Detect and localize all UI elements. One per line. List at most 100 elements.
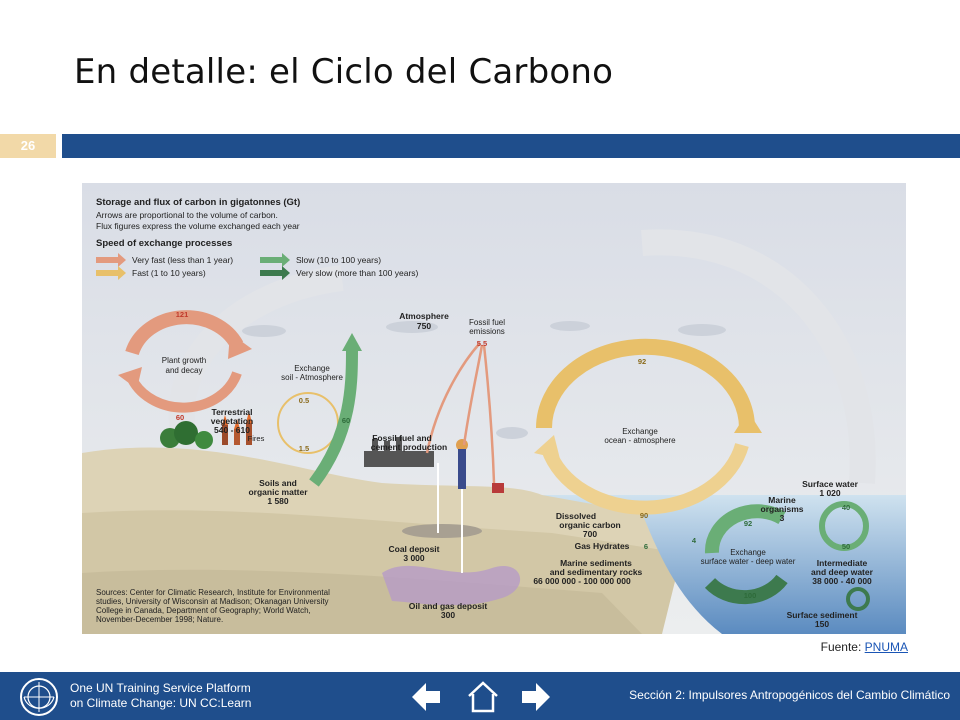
footer-org-line-2: on Climate Change: UN CC:Learn [70,696,252,710]
deep-water-cycle [704,504,788,605]
exchange-ocean-label-1: Exchange [622,427,658,436]
sources-line-2: studies, University of Wisconsin at Madi… [96,597,329,606]
atmosphere-value: 750 [417,321,431,331]
intermediate-label-1: Intermediate [817,558,868,568]
ocean-bottom-value: 90 [640,511,648,520]
sources-line-3: College in Canada, Department of Geograp… [96,606,311,615]
exchange-ocean-label-2: ocean - atmosphere [604,436,676,445]
surface-water-bottom-value: 50 [842,542,850,551]
surface-sediment-label: Surface sediment [787,610,858,620]
legend-very-slow-arrow [260,266,290,280]
intermediate-value: 38 000 - 40 000 [812,576,872,586]
dissolved-label-1: Dissolved [556,511,596,521]
clouds [242,321,726,439]
oil-gas-deposit-shape [382,565,521,606]
diagram-subtitle-2: Flux figures express the volume exchange… [96,221,300,231]
gas-hydrates-value: 6 [644,542,648,551]
ocean-exchange-cycle [534,338,762,515]
footer-organization: One UN Training Service Platform on Clim… [70,681,251,711]
coal-label: Coal deposit [388,544,439,554]
diagram-title: Storage and flux of carbon in gigatonnes… [96,197,300,208]
carbon-cycle-diagram: Storage and flux of carbon in gigatonnes… [82,183,906,634]
coal-deposit-shape [402,524,482,538]
background-arc [641,229,876,484]
sources-line-1: Sources: Center for Climatic Research, I… [96,588,330,597]
footer-org-line-1: One UN Training Service Platform [70,681,251,695]
un-logo-icon [20,678,58,716]
fossil-cement-label-2: cement production [371,442,448,452]
marine-organisms-label-2: organisms [761,504,804,514]
slide-number: 26 [0,134,56,158]
soil-bottom-value: 1.5 [299,444,309,453]
surface-water-cycle [819,501,869,551]
marine-organisms-value: 3 [780,513,785,523]
fossil-cement-label-1: Fossil fuel and [372,433,432,443]
fossil-emissions-label-2: emissions [469,327,505,336]
ocean-top-value: 92 [638,357,646,366]
plant-growth-label-2: and decay [166,366,203,375]
exchange-deep-label-2: surface water - deep water [701,557,796,566]
source-label: Fuente: [820,640,862,654]
plant-top-value: 121 [176,310,189,319]
terrestrial-label-2: vegetation [211,416,254,426]
soil-top-value: 0.5 [299,396,309,405]
forest [160,411,252,449]
legend-very-fast-arrow [96,253,126,267]
legend-title: Speed of exchange processes [96,238,232,249]
legend-fast-arrow [96,266,126,280]
atmosphere-label: Atmosphere [399,311,449,321]
legend-fast-label: Fast (1 to 10 years) [132,268,206,278]
slide-title: En detalle: el Ciclo del Carbono [74,52,614,92]
legend-very-fast-label: Very fast (less than 1 year) [132,255,233,265]
plant-growth-label-1: Plant growth [162,356,206,365]
plant-bottom-value: 60 [176,413,184,422]
home-icon[interactable] [466,679,500,715]
deep-bottom-value: 100 [744,591,757,600]
legend-very-slow-label: Very slow (more than 100 years) [296,268,419,278]
diagram-subtitle-1: Arrows are proportional to the volume of… [96,210,278,220]
surface-water-label: Surface water [802,479,858,489]
gas-hydrates-label: Gas Hydrates [575,541,630,551]
soils-label-2: organic matter [248,487,308,497]
soils-value: 1 580 [267,496,289,506]
exchange-soil-label-2: soil - Atmosphere [281,373,343,382]
fossil-emissions-label-1: Fossil fuel [469,318,505,327]
oil-gas-value: 300 [441,610,455,620]
ocean [542,495,906,634]
legend [96,253,290,280]
intermediate-label-2: and deep water [811,567,874,577]
dissolved-label-2: organic carbon [559,520,620,530]
sources-line-4: November-December 1998; Nature. [96,615,223,624]
plant-growth-cycle [118,310,252,413]
dissolved-value: 700 [583,529,597,539]
surface-sediment-value: 150 [815,619,829,629]
next-arrow-icon[interactable] [520,679,552,715]
soils-label-1: Soils and [259,478,297,488]
marine-sediments-value: 66 000 000 - 100 000 000 [533,576,631,586]
source-link[interactable]: PNUMA [864,640,908,654]
surface-water-value: 1 020 [819,488,841,498]
source-credit: Fuente: PNUMA [821,640,908,654]
surface-water-top-value: 40 [842,503,850,512]
deep-top-value: 92 [744,519,752,528]
factory [364,437,504,573]
footer-section: Sección 2: Impulsores Antropogénicos del… [629,688,950,702]
deep-left-value: 4 [692,536,697,545]
legend-slow-label: Slow (10 to 100 years) [296,255,381,265]
oil-gas-label: Oil and gas deposit [409,601,488,611]
fires-label: Fires [248,434,265,443]
exchange-deep-label-1: Exchange [730,548,766,557]
marine-sediments-label-1: Marine sediments [560,558,632,568]
previous-arrow-icon[interactable] [410,679,442,715]
coal-value: 3 000 [403,553,425,563]
fossil-emission-arrows [425,342,496,484]
exchange-soil-label-1: Exchange [294,364,330,373]
soil-green-value: 60 [342,416,350,425]
marine-organisms-label-1: Marine [768,495,796,505]
legend-slow-arrow [260,253,290,267]
fossil-emissions-value: 5.5 [477,339,487,348]
title-bar [62,134,960,158]
terrestrial-value: 540 - 610 [214,425,250,435]
sediment-cycle [846,587,870,611]
marine-sediments-label-2: and sedimentary rocks [550,567,643,577]
